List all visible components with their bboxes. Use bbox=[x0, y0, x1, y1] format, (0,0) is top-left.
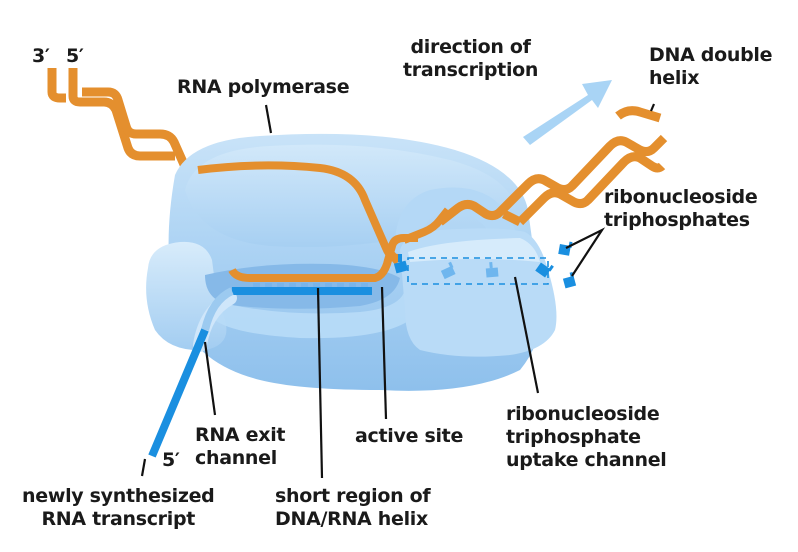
dna-3prime-label: 3′ bbox=[32, 45, 50, 67]
ntps-label: ribonucleoside triphosphates bbox=[604, 186, 758, 232]
leader-exit-channel bbox=[203, 341, 217, 416]
dna-double-helix-label: DNA double helix bbox=[649, 44, 772, 90]
uptake-line-2: triphosphate bbox=[506, 426, 641, 448]
leader-active-site bbox=[380, 286, 388, 420]
active-site-nucleotide bbox=[393, 254, 409, 274]
leader-new-rna bbox=[140, 458, 147, 477]
new-rna-line-2: RNA transcript bbox=[41, 508, 196, 530]
short-region-line-1: short region of bbox=[275, 485, 431, 507]
short-region-label: short region of DNA/RNA helix bbox=[275, 485, 431, 531]
uptake-channel-label: ribonucleoside triphosphate uptake chann… bbox=[506, 403, 667, 472]
leader-lines bbox=[140, 103, 656, 479]
leader-rna-polymerase bbox=[264, 104, 273, 134]
leader-ntps bbox=[565, 227, 606, 277]
exit-channel-line-2: channel bbox=[195, 447, 277, 469]
direction-line-2: transcription bbox=[403, 59, 539, 81]
exit-channel-line-1: RNA exit bbox=[195, 424, 286, 446]
rna-5prime-label: 5′ bbox=[162, 449, 180, 471]
direction-arrow bbox=[523, 80, 612, 145]
active-site-label: active site bbox=[355, 425, 464, 447]
uptake-channel-outline bbox=[407, 257, 549, 285]
rna-transcript bbox=[148, 287, 372, 458]
leader-short-region bbox=[316, 287, 324, 479]
dna-rna-hybrid-ticks bbox=[253, 283, 368, 289]
uptake-line-1: ribonucleoside bbox=[506, 403, 660, 425]
channel-nucleotides bbox=[440, 261, 499, 280]
newly-synthesized-label: newly synthesized RNA transcript bbox=[22, 485, 215, 531]
dna-downstream-helix bbox=[437, 106, 668, 227]
uptake-line-3: uptake channel bbox=[506, 449, 667, 471]
dna-helix-line-2: helix bbox=[649, 67, 700, 89]
direction-label: direction of transcription bbox=[403, 36, 538, 82]
rna-polymerase-label: RNA polymerase bbox=[177, 76, 350, 98]
new-rna-line-1: newly synthesized bbox=[22, 485, 215, 507]
rna-exit-channel-label: RNA exit channel bbox=[195, 424, 286, 470]
dna-5prime-label: 5′ bbox=[66, 45, 84, 67]
dna-helix-line-1: DNA double bbox=[649, 44, 773, 66]
ntps-line-1: ribonucleoside bbox=[604, 186, 758, 208]
leader-dna-helix bbox=[649, 103, 656, 112]
leader-uptake-channel bbox=[513, 276, 540, 394]
direction-line-1: direction of bbox=[410, 36, 531, 58]
short-region-line-2: DNA/RNA helix bbox=[275, 508, 428, 530]
ntps-line-2: triphosphates bbox=[604, 209, 750, 231]
